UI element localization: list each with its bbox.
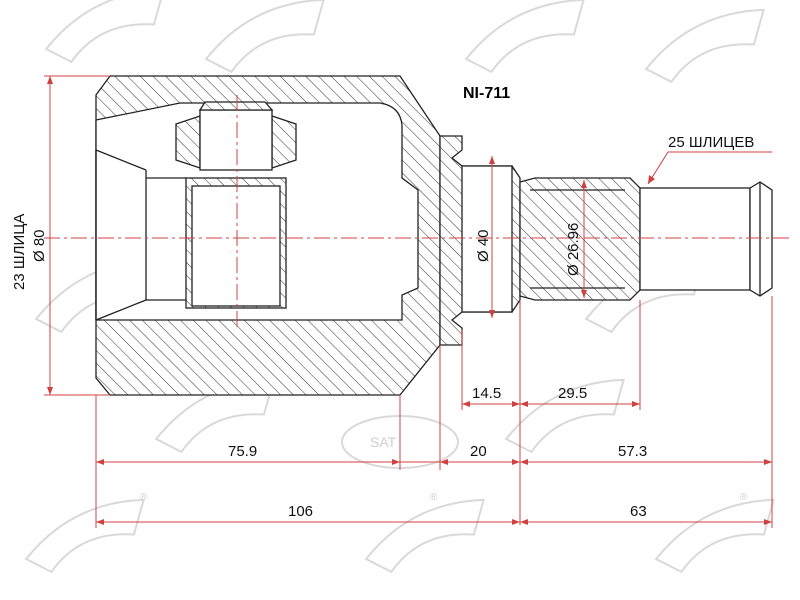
arrowhead	[520, 401, 528, 407]
watermark-logo	[464, 0, 585, 74]
watermark-logo	[364, 498, 485, 574]
watermark-logo	[644, 8, 765, 84]
watermark-reg-mark: ®	[740, 492, 748, 503]
arrowhead	[520, 519, 528, 525]
roller-right	[271, 115, 297, 169]
arrowhead	[512, 401, 520, 407]
collar-diameter-label: Ø 40	[475, 229, 492, 262]
shaft-diameter-label: Ø 26.96	[565, 223, 582, 276]
shaft-splines-label: 25 ШЛИЦЕВ	[668, 134, 754, 151]
dim-75-9: 75.9	[228, 443, 257, 460]
arrowhead	[96, 459, 104, 465]
watermark-reg-mark: ®	[140, 492, 148, 503]
arrowhead	[462, 401, 470, 407]
watermark-logo	[24, 498, 145, 574]
outer-splines-label: 23 ШЛИЦА	[11, 214, 28, 290]
roller-left	[175, 115, 201, 169]
dim-57-3: 57.3	[618, 443, 647, 460]
dim-14-5: 14.5	[472, 385, 501, 402]
watermark-logo	[654, 498, 775, 574]
arrowhead	[581, 290, 587, 298]
arrowhead	[648, 175, 655, 184]
part-number: NI-711	[463, 85, 510, 102]
cavity-edge	[95, 149, 147, 171]
roller-body	[199, 109, 273, 171]
arrowhead	[47, 76, 53, 84]
outer-diameter-label: Ø 80	[31, 229, 48, 262]
arrowhead	[489, 310, 495, 318]
dim-106: 106	[288, 503, 313, 520]
splined-shaft	[519, 177, 773, 301]
shaft-tip	[749, 181, 773, 297]
cavity-edge	[95, 299, 147, 321]
watermark-logo	[504, 378, 625, 454]
arrowhead	[489, 156, 495, 164]
watermark-center-text: SAT	[370, 434, 397, 450]
arrowhead	[520, 459, 528, 465]
arrowhead	[581, 180, 587, 188]
dim-29-5: 29.5	[558, 385, 587, 402]
collar-face	[461, 165, 513, 313]
watermark-reg-mark: ®	[430, 492, 438, 503]
arrowhead	[512, 459, 520, 465]
dim-outer-diameter	[44, 75, 110, 396]
arrowhead	[392, 459, 400, 465]
arrowhead	[47, 387, 53, 395]
watermark-logo	[204, 0, 325, 74]
tripod-assembly	[146, 101, 297, 309]
arrowhead	[764, 459, 772, 465]
shaft-end	[639, 187, 751, 291]
arrowhead	[632, 401, 640, 407]
arrowhead	[96, 519, 104, 525]
dim-20: 20	[470, 443, 487, 460]
arrowhead	[440, 459, 448, 465]
spider-bore	[191, 185, 281, 307]
roller-cap	[198, 101, 274, 111]
arrowheads	[47, 76, 772, 525]
arrowhead	[512, 519, 520, 525]
collar	[439, 135, 521, 346]
arrowhead	[764, 519, 772, 525]
watermark-logo	[44, 0, 165, 64]
dim-63: 63	[630, 503, 647, 520]
spline-leader	[647, 151, 772, 185]
